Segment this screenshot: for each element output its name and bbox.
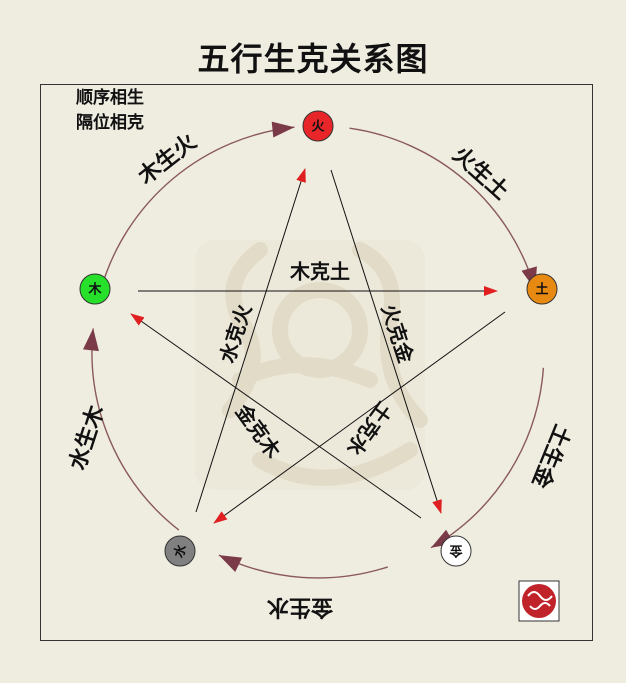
element-node-label-earth: 土 [535,282,548,298]
label-metal-generates-water: 金生水 [266,594,334,620]
overcoming-line-fire_metal [330,169,442,514]
element-node-label-metal: 金 [449,543,464,559]
generating-arrowhead-water_wood [83,328,99,352]
generating-arc-fire_earth [349,127,536,290]
element-node-wood [79,273,111,305]
overcoming-cycle [130,168,506,524]
diagram-frame [40,84,593,641]
generating-arc-water_wood [91,328,180,531]
overcoming-line-earth_water [213,311,506,524]
overcoming-line-water_fire [195,168,306,513]
legend-generating: 顺序相生 [76,88,144,108]
element-node-metal [440,535,472,567]
watermark-calligraphy [195,240,428,490]
element-node-water [164,535,196,567]
generating-arc-wood_fire [100,126,295,290]
element-node-earth [526,273,558,305]
element-node-label-fire: 火 [311,120,325,135]
generating-arrowhead-metal_water [218,555,243,572]
legend: 顺序相生 隔位相克 [76,86,144,136]
element-node-label-wood: 木 [87,282,102,298]
label-water-generates-wood: 水生木 [65,402,109,473]
generating-arrowhead-wood_fire [271,121,295,138]
generating-arc-metal_water [218,554,389,579]
overcoming-line-metal_wood [130,313,422,519]
label-wood-overcomes-earth: 木克土 [289,260,350,284]
element-node-fire [302,110,334,142]
label-earth-generates-metal: 土生金 [526,421,575,493]
legend-overcoming: 隔位相克 [76,113,144,133]
generating-cycle [83,121,545,579]
diagram-title: 五行生克关系图 [197,40,429,78]
label-wood-generates-fire: 木生火 [133,129,201,190]
generating-arc-earth_metal [430,367,545,549]
seal-stamp [518,580,560,622]
